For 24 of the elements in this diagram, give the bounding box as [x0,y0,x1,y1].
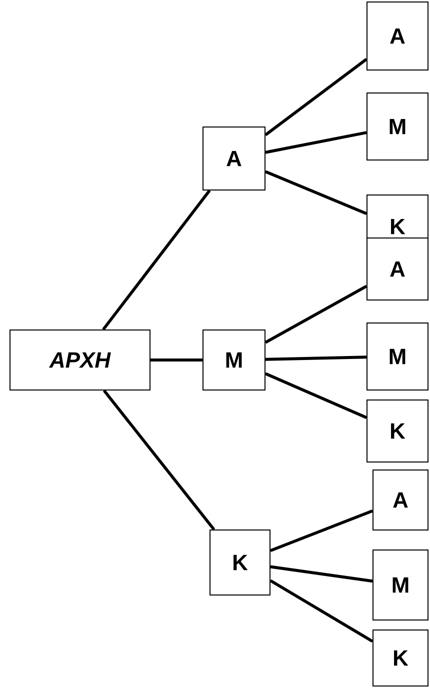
letter-box: Μ [202,330,266,390]
start-box: ΑΡΧΗ [10,330,150,390]
letter-box: Α [366,2,428,70]
branch-line [264,284,368,344]
letter-box: Μ [366,322,428,390]
branch-line [102,190,211,330]
letter-box: Α [372,470,428,530]
branch-line [150,358,202,362]
branch-line [264,372,368,419]
branch-line [102,390,216,530]
branch-line [270,565,373,583]
letter-box: Μ [366,92,428,160]
branch-line [270,579,374,643]
branch-line [270,510,374,552]
letter-box: Κ [372,630,428,686]
letter-box: Μ [372,550,428,620]
letter-box: Α [366,238,428,300]
branch-line [264,58,368,136]
letter-box: Α [202,126,266,190]
letter-box: Κ [366,400,428,462]
letter-box: Κ [210,530,270,596]
branch-line [265,356,367,361]
branch-line [265,131,367,154]
branch-line [264,170,368,216]
